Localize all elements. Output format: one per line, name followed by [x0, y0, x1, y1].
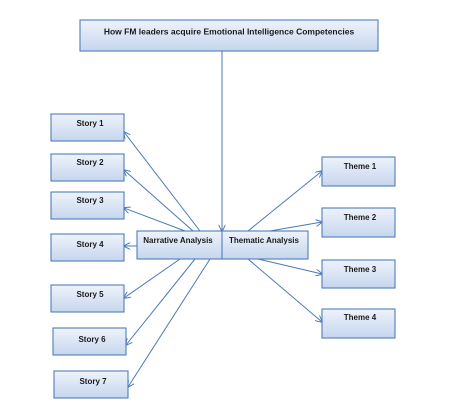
connector-thematic-to-theme-2 [269, 222, 322, 232]
story-1-node: Story 1 [50, 113, 125, 142]
theme-1-node: Theme 1 [321, 156, 396, 187]
connector-narrative-to-story-5 [124, 258, 181, 298]
story-4-node: Story 4 [50, 233, 125, 262]
connector-narrative-to-story-6 [126, 258, 196, 345]
theme-2-node: Theme 2 [321, 207, 396, 238]
analysis-node: Narrative Analysis Thematic Analysis [136, 230, 309, 260]
connector-narrative-to-story-2 [124, 170, 194, 232]
theme-4-node: Theme 4 [321, 308, 396, 339]
story-6-node: Story 6 [52, 327, 127, 356]
narrative-analysis-label: Narrative Analysis [143, 236, 213, 245]
theme-3-label: Theme 3 [344, 265, 377, 274]
story-2-label: Story 2 [76, 158, 104, 167]
connector-narrative-to-story-1 [124, 132, 201, 232]
connector-thematic-to-theme-4 [247, 258, 322, 322]
connector-narrative-to-story-3 [124, 208, 186, 232]
connector-narrative-to-story-7 [128, 258, 211, 387]
story-6-label: Story 6 [78, 335, 106, 344]
connector-thematic-to-theme-1 [247, 171, 322, 232]
title-node: How FM leaders acquire Emotional Intelli… [79, 19, 379, 52]
story-4-label: Story 4 [76, 240, 104, 249]
connector-thematic-to-theme-3 [257, 258, 322, 274]
story-7-label: Story 7 [79, 377, 107, 386]
theme-1-label: Theme 1 [344, 162, 377, 171]
story-2-node: Story 2 [50, 153, 125, 182]
theme-3-node: Theme 3 [321, 259, 396, 289]
theme-4-label: Theme 4 [344, 313, 377, 322]
connectors [124, 51, 322, 387]
story-1-label: Story 1 [76, 119, 104, 128]
title-label: How FM leaders acquire Emotional Intelli… [104, 26, 355, 36]
story-3-label: Story 3 [76, 196, 104, 205]
story-7-node: Story 7 [53, 370, 129, 399]
story-3-node: Story 3 [50, 191, 125, 220]
story-5-label: Story 5 [76, 290, 104, 299]
story-5-node: Story 5 [50, 284, 125, 313]
theme-2-label: Theme 2 [344, 213, 377, 222]
thematic-analysis-label: Thematic Analysis [229, 236, 300, 245]
